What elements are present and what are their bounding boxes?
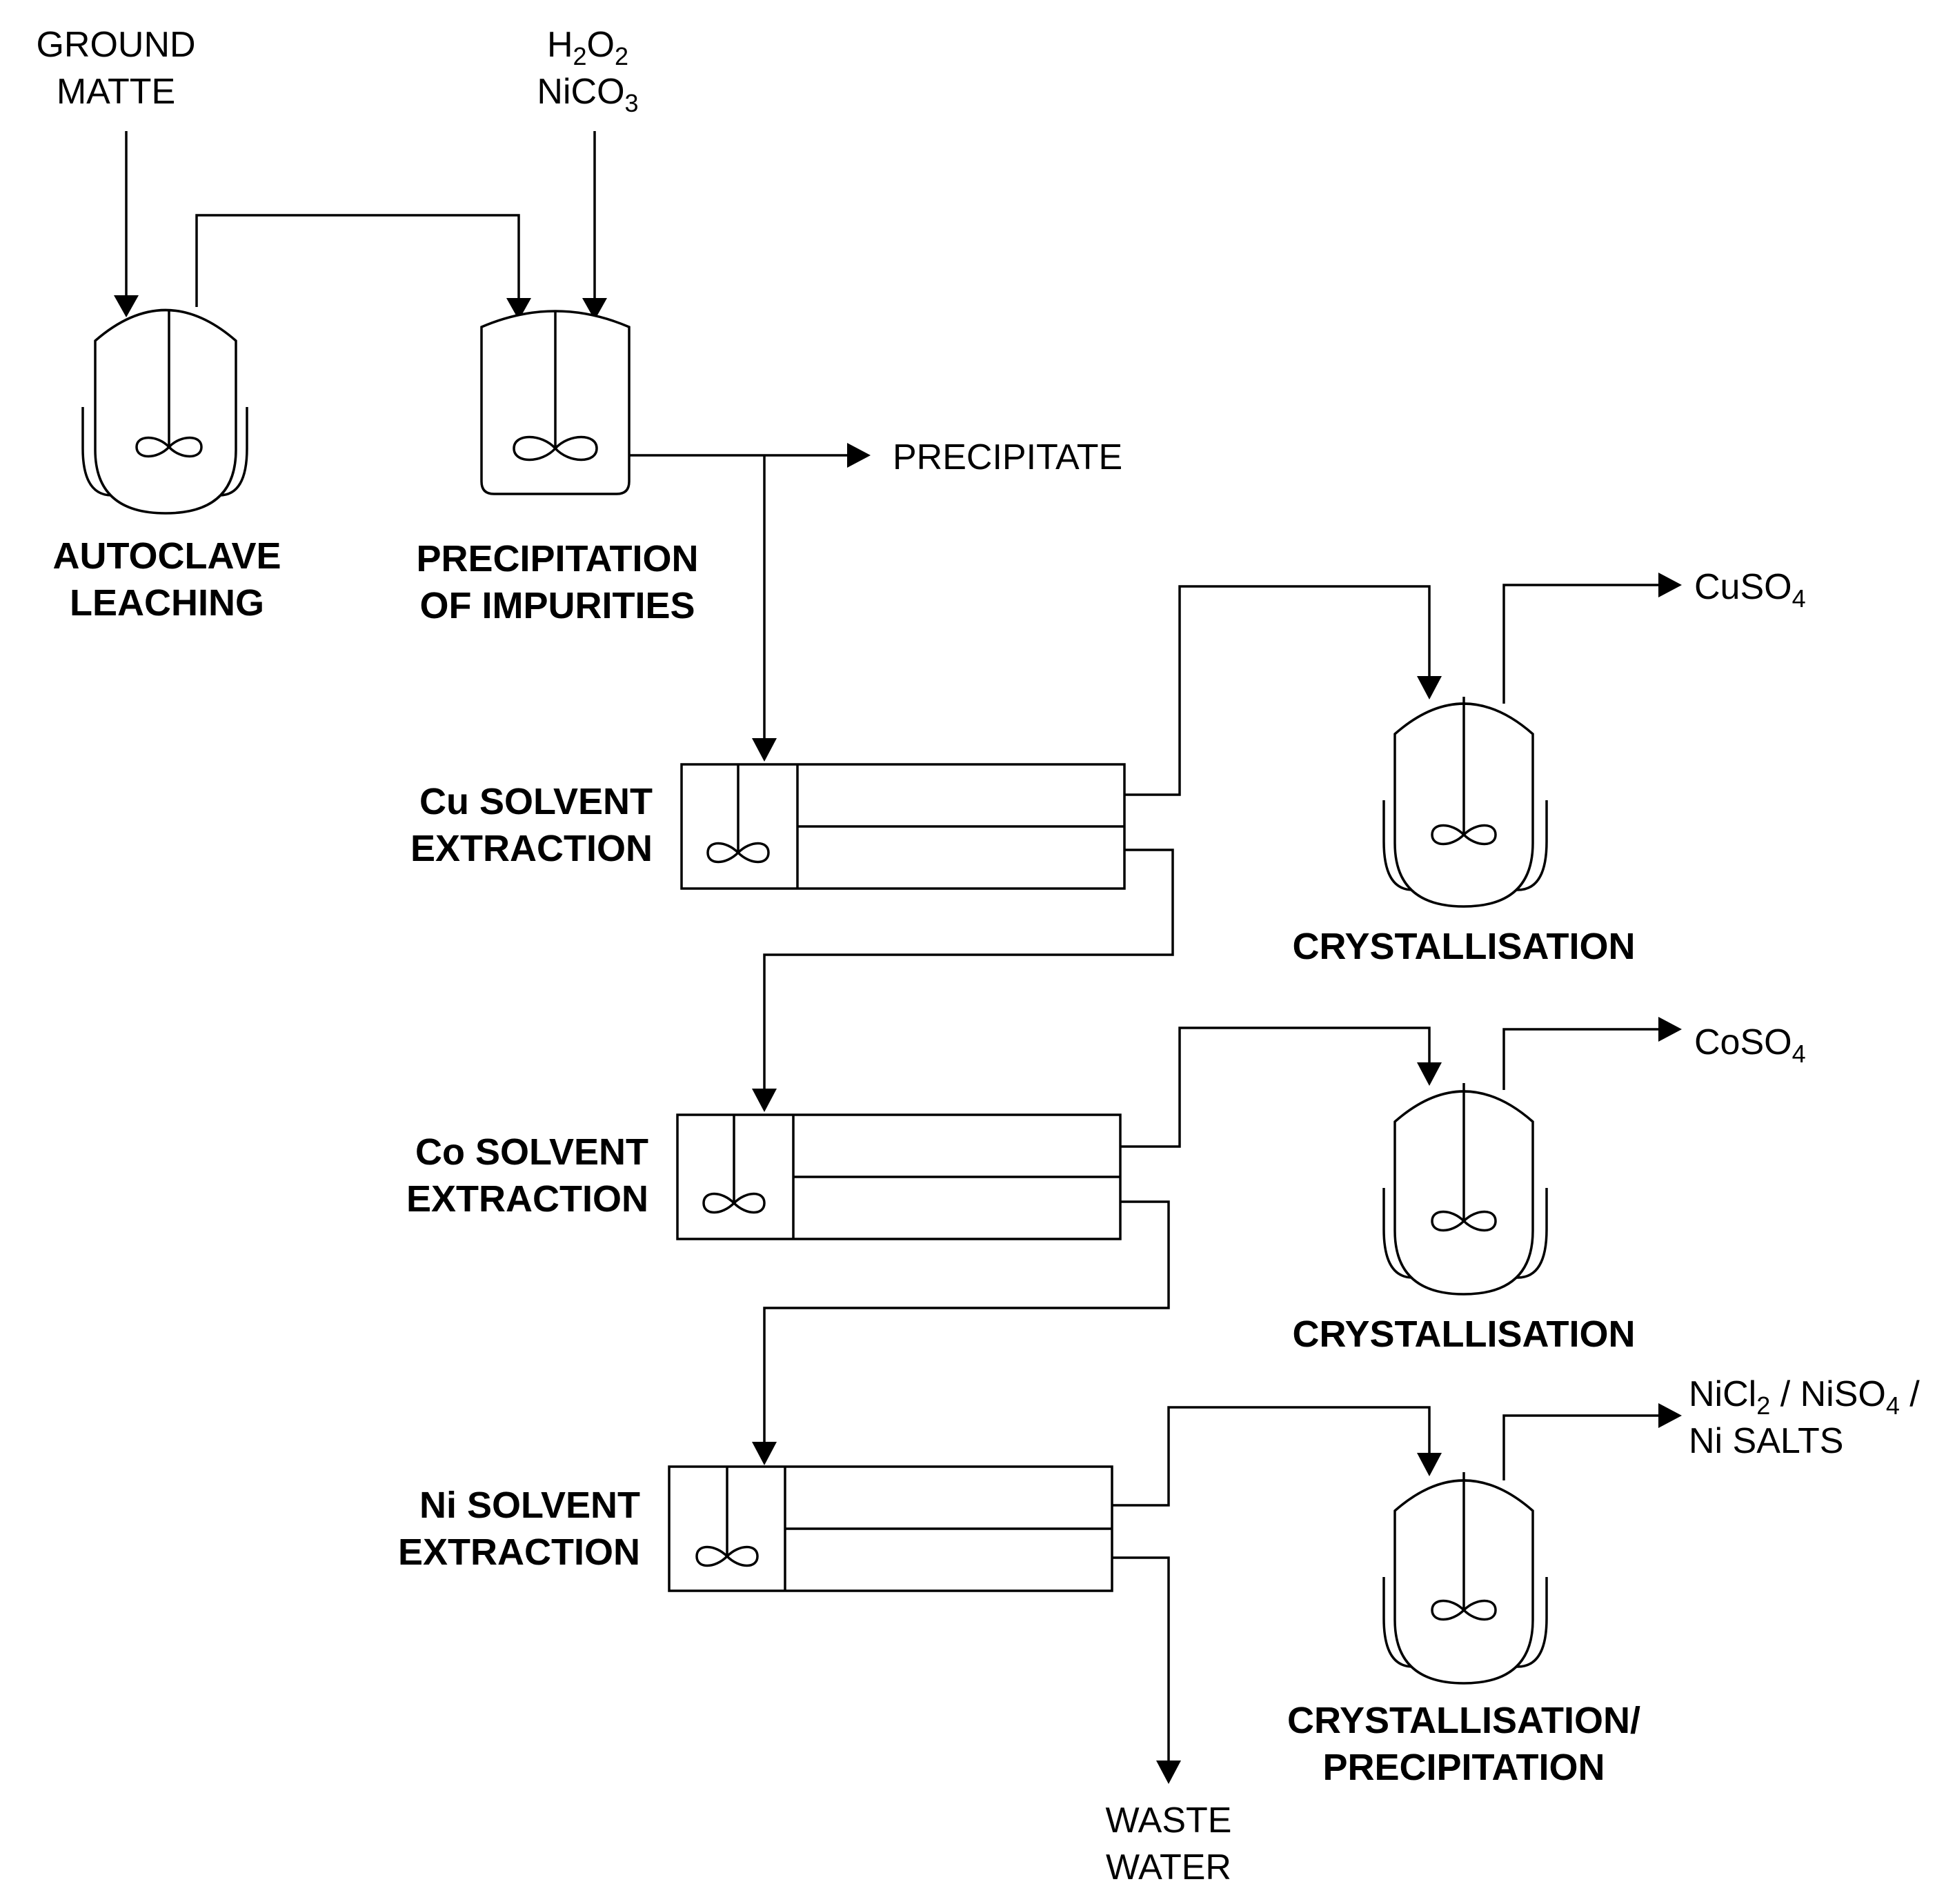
cu-sx-agitator-icon xyxy=(706,842,770,864)
co-loaded-arrowhead xyxy=(1417,1062,1442,1086)
reagent-h2o2-o: O xyxy=(587,25,615,65)
ni-cryst-label-line2: PRECIPITATION xyxy=(1322,1747,1605,1788)
co-raffinate-arrowhead xyxy=(752,1442,777,1465)
co-sx-unit xyxy=(676,1113,1122,1240)
waste-water-label-line2: WATER xyxy=(1106,1847,1231,1887)
ni-products-nicl: NiCl xyxy=(1689,1374,1756,1414)
ni-loaded-line xyxy=(1112,1406,1431,1507)
coso4-sub: 4 xyxy=(1792,1040,1806,1068)
ni-products-niso-sub: 4 xyxy=(1886,1391,1900,1420)
precipitate-arrowhead xyxy=(847,443,871,468)
ni-products-arrowhead xyxy=(1658,1403,1682,1428)
cuso4-arrowhead xyxy=(1658,573,1682,597)
co-cryst-agitator-icon xyxy=(1431,1210,1497,1232)
reagent-h2o2-h: H xyxy=(547,25,573,65)
ni-sx-label-line1: Ni SOLVENT xyxy=(419,1485,640,1526)
autoclave-agitator-icon xyxy=(135,436,203,458)
cuso4-sub: 4 xyxy=(1792,584,1806,613)
leach-liquor-arrowhead xyxy=(506,298,531,320)
ni-sx-label-line2: EXTRACTION xyxy=(398,1531,640,1573)
co-sx-agitator-icon xyxy=(702,1192,766,1214)
ni-products-label-line2: Ni SALTS xyxy=(1689,1421,1843,1461)
ni-products-label-line1: NiCl2 / NiSO4 / xyxy=(1689,1374,1920,1420)
ni-cryst-label-line1: CRYSTALLISATION/ xyxy=(1287,1700,1640,1741)
cu-sx-label-line2: EXTRACTION xyxy=(410,828,653,869)
cu-loaded-arrowhead xyxy=(1417,676,1442,700)
reagent-nico3-label: NiCO3 xyxy=(537,72,638,117)
waste-water-label-line1: WASTE xyxy=(1106,1801,1232,1841)
ground-matte-feed-arrowhead xyxy=(114,295,139,317)
cuso4-line xyxy=(1502,584,1658,704)
ni-cryst-agitator-icon xyxy=(1431,1599,1497,1621)
coso4-arrowhead xyxy=(1658,1017,1682,1042)
ni-products-slash: / xyxy=(1900,1374,1920,1414)
coso4-base: CoSO xyxy=(1694,1022,1792,1062)
ni-loaded-arrowhead xyxy=(1417,1453,1442,1476)
precipitate-output-label: PRECIPITATE xyxy=(893,437,1122,477)
cu-raffinate-line xyxy=(763,849,1174,1089)
reagent-h2o2-sub2: 2 xyxy=(615,42,628,70)
cu-raffinate-arrowhead xyxy=(752,1089,777,1112)
waste-water-arrowhead xyxy=(1156,1761,1181,1784)
autoclave-body xyxy=(94,308,237,515)
cu-sx-unit xyxy=(680,763,1126,890)
ground-matte-label-line2: MATTE xyxy=(57,72,175,112)
reagent-nico3-sub: 3 xyxy=(625,89,639,117)
reagent-h2o2-label: H2O2 xyxy=(547,25,628,70)
co-sx-label-line1: Co SOLVENT xyxy=(415,1131,648,1173)
ni-products-niso: / NiSO xyxy=(1770,1374,1886,1414)
cu-sx-label-line1: Cu SOLVENT xyxy=(419,781,653,822)
autoclave-label-line1: AUTOCLAVE xyxy=(52,535,281,577)
cuso4-output-label: CuSO4 xyxy=(1694,567,1806,613)
co-cryst-vessel xyxy=(1382,1083,1548,1296)
cu-cryst-vessel xyxy=(1382,697,1548,908)
cu-loaded-line xyxy=(1124,585,1431,796)
cu-cryst-agitator-icon xyxy=(1431,824,1497,846)
co-sx-label-line2: EXTRACTION xyxy=(406,1178,648,1220)
co-loaded-line xyxy=(1120,1027,1431,1148)
precipitation-label-line1: PRECIPITATION xyxy=(416,538,698,579)
co-cryst-label: CRYSTALLISATION xyxy=(1293,1313,1636,1355)
precipitation-agitator-icon xyxy=(513,435,598,462)
ni-sx-unit xyxy=(668,1465,1113,1592)
coso4-line xyxy=(1502,1028,1658,1090)
purified-liquor-arrowhead xyxy=(752,738,777,762)
cu-cryst-label: CRYSTALLISATION xyxy=(1293,926,1636,967)
cuso4-base: CuSO xyxy=(1694,567,1792,607)
ni-products-line xyxy=(1502,1414,1658,1480)
ground-matte-label-line1: GROUND xyxy=(36,25,195,65)
leach-liquor-line xyxy=(195,214,520,307)
ni-cryst-vessel xyxy=(1382,1472,1548,1685)
reagent-h2o2-sub1: 2 xyxy=(573,42,587,70)
autoclave-label-line2: LEACHING xyxy=(70,582,264,624)
co-raffinate-line xyxy=(763,1200,1170,1442)
reagent-feed-arrowhead xyxy=(582,298,607,320)
autoclave-vessel xyxy=(81,308,248,515)
ni-products-nicl-sub: 2 xyxy=(1756,1391,1770,1420)
precipitation-label-line2: OF IMPURITIES xyxy=(419,585,695,626)
precipitation-vessel xyxy=(480,310,631,495)
waste-water-line xyxy=(1112,1556,1170,1761)
ni-sx-agitator-icon xyxy=(695,1545,759,1567)
coso4-output-label: CoSO4 xyxy=(1694,1022,1806,1068)
reagent-nico3-base: NiCO xyxy=(537,72,624,112)
